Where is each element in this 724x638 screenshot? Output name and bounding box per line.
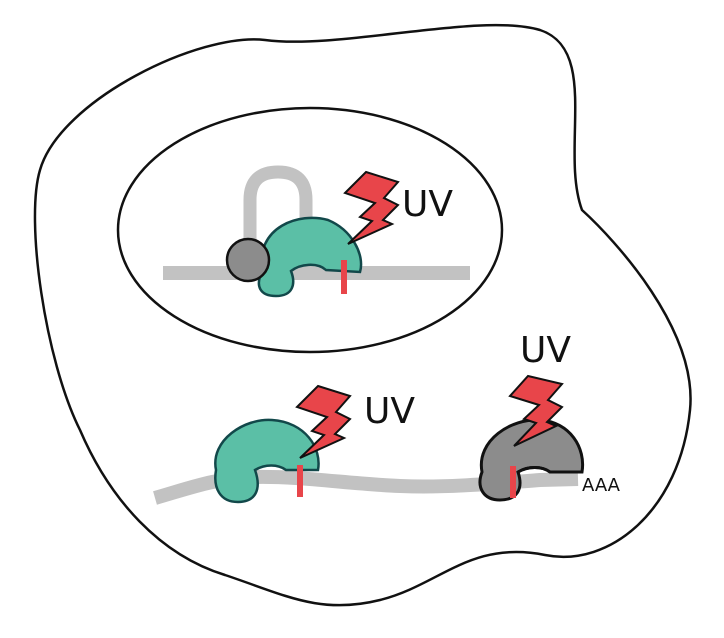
gray-protein-groove [517,466,551,474]
cytoplasm-mrna-scene: UV UV AAA [153,330,621,505]
uv-label-green: UV [364,391,415,432]
lightning-bolt-icon [343,170,400,245]
gray-complex-nuclear [225,237,271,283]
green-protein-cytoplasm [214,418,320,504]
lightning-bolt-icon [508,374,564,447]
polya-tail-label: AAA [582,475,621,496]
uv-label-gray: UV [520,330,571,371]
nuclear-rna-scene: UV [163,165,470,298]
rna-stem-loop [243,165,313,258]
uv-label-nucleus: UV [402,184,453,225]
lightning-bolt-icon [295,384,352,459]
green-protein-nuclear [257,216,363,298]
